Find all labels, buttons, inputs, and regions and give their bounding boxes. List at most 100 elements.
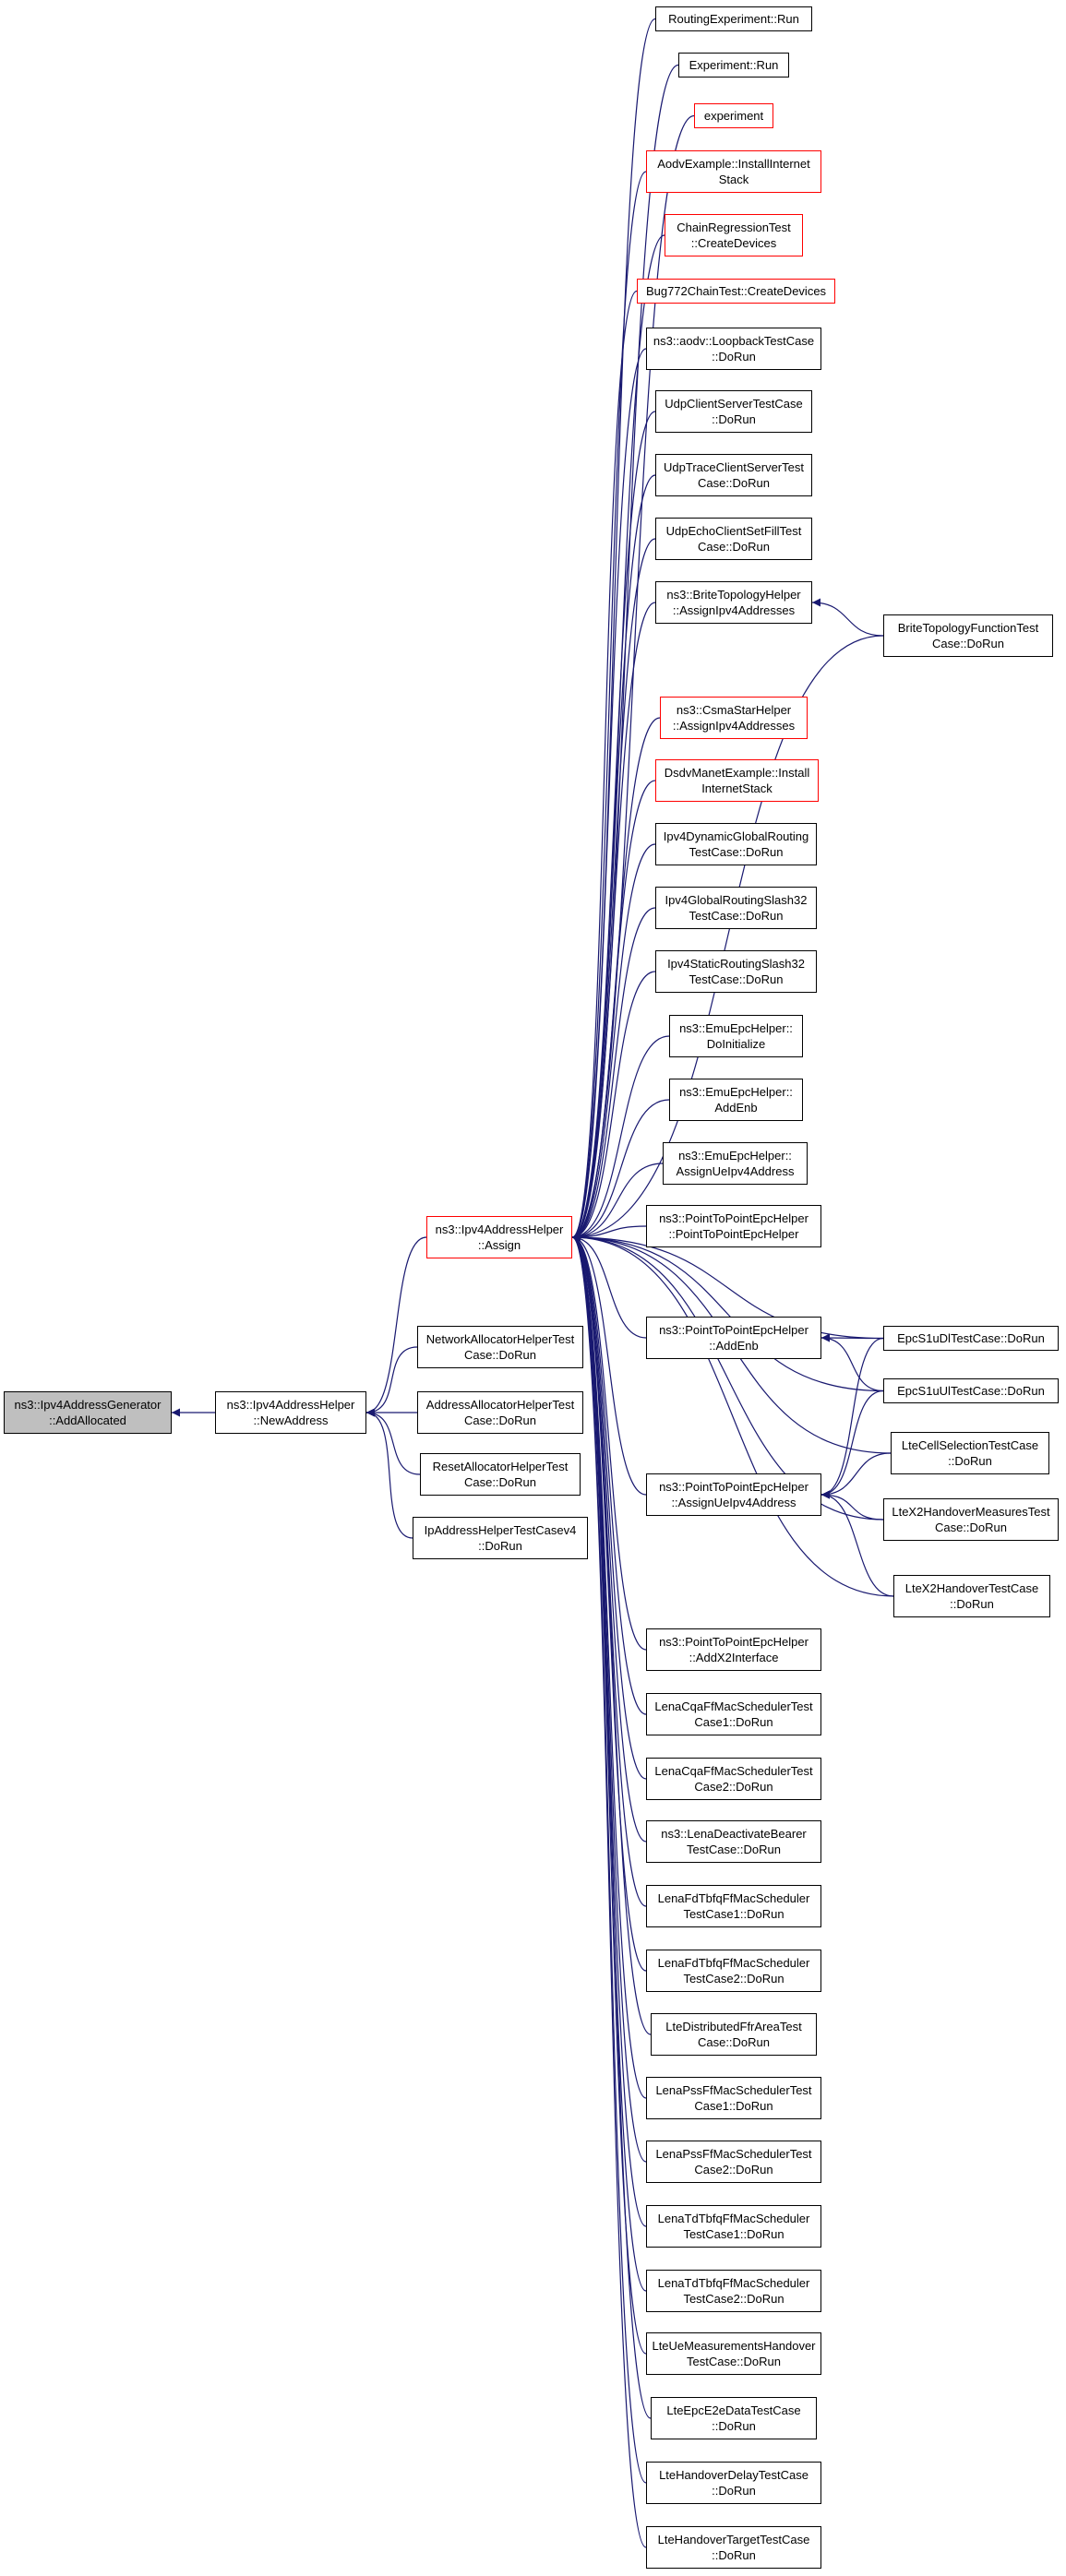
edge-pss2-to-assign: [571, 1233, 647, 2163]
node-label-line: ::Assign: [477, 1238, 521, 1252]
edge-epc-s1u-ul-to-p2p-assign-ue: [820, 1389, 884, 1499]
node-csma-star[interactable]: ns3::CsmaStarHelper::AssignIpv4Addresses: [660, 697, 808, 739]
edge-epc-s1u-dl-to-p2p-add-enb: [820, 1333, 884, 1342]
node-label-line: TestCase1::DoRun: [683, 1907, 785, 1921]
edge-ipv4-glob-to-assign: [571, 907, 656, 1242]
node-label-line: NetworkAllocatorHelperTest: [425, 1332, 575, 1346]
node-lte-epc-e2e[interactable]: LteEpcE2eDataTestCase::DoRun: [651, 2397, 817, 2439]
node-label-line: ::DoRun: [712, 412, 756, 426]
node-new-address[interactable]: ns3::Ipv4AddressHelper::NewAddress: [215, 1391, 366, 1434]
node-label-line: ns3::CsmaStarHelper: [676, 703, 792, 717]
edge-emu-add-enb-to-assign: [571, 1099, 670, 1242]
node-label-line: TestCase::DoRun: [689, 845, 784, 859]
node-label-line: Case::DoRun: [463, 1413, 537, 1427]
node-label-line: Case1::DoRun: [694, 1715, 773, 1729]
node-label-line: Ipv4StaticRoutingSlash32: [667, 957, 805, 971]
edge-lte-x2-handover-to-assign: [571, 1233, 894, 1597]
edge-p2p-assign-ue-to-assign: [571, 1233, 647, 1496]
edge-p2p-x2-to-assign: [571, 1233, 647, 1651]
node-lte-ho-delay[interactable]: LteHandoverDelayTestCase::DoRun: [646, 2462, 821, 2504]
node-label-line: Stack: [718, 173, 749, 186]
node-label-line: Case::DoRun: [934, 1521, 1008, 1534]
node-bug772[interactable]: Bug772ChainTest::CreateDevices: [637, 279, 835, 304]
node-epc-s1u-ul[interactable]: EpcS1uUlTestCase::DoRun: [883, 1378, 1059, 1403]
node-label-line: UdpTraceClientServerTest: [664, 460, 804, 474]
node-label-line: ns3::EmuEpcHelper::: [679, 1085, 793, 1099]
edge-aodv-example-to-assign: [571, 171, 647, 1242]
node-chain-reg[interactable]: ChainRegressionTest::CreateDevices: [665, 214, 803, 256]
node-assign[interactable]: ns3::Ipv4AddressHelper::Assign: [426, 1216, 572, 1258]
edge-lte-ho-delay-to-assign: [571, 1233, 647, 2484]
edge-epc-s1u-dl-to-p2p-assign-ue: [820, 1337, 884, 1499]
node-label-line: LenaTdTbfqFfMacScheduler: [657, 2212, 810, 2225]
node-label-line: ::AddX2Interface: [689, 1651, 779, 1664]
node-ip-addr-test4[interactable]: IpAddressHelperTestCasev4::DoRun: [413, 1517, 588, 1559]
edge-lte-cell-sel-to-p2p-assign-ue: [820, 1452, 892, 1499]
node-p2p-add-enb[interactable]: ns3::PointToPointEpcHelper::AddEnb: [646, 1317, 821, 1359]
node-emu-assign[interactable]: ns3::EmuEpcHelper::AssignUeIpv4Address: [663, 1142, 808, 1185]
node-label-line: UdpEchoClientSetFillTest: [665, 524, 802, 538]
node-label-line: ::AssignUeIpv4Address: [671, 1496, 797, 1509]
node-lte-ho-target[interactable]: LteHandoverTargetTestCase::DoRun: [646, 2526, 821, 2569]
node-udp-client-server[interactable]: UdpClientServerTestCase::DoRun: [655, 390, 812, 433]
node-label-line: LteHandoverTargetTestCase: [657, 2533, 810, 2546]
node-label-line: TestCase2::DoRun: [683, 2292, 785, 2306]
node-emu-init[interactable]: ns3::EmuEpcHelper::DoInitialize: [669, 1015, 803, 1057]
node-label-line: Case::DoRun: [697, 540, 771, 554]
edge-epc-s1u-ul-to-p2p-add-enb: [820, 1333, 884, 1392]
node-label-line: experiment: [703, 109, 764, 123]
edge-lte-dist-ffr-to-assign: [571, 1233, 652, 2035]
node-label-line: ::DoRun: [712, 2484, 756, 2498]
node-routing-exp[interactable]: RoutingExperiment::Run: [655, 6, 812, 31]
edge-lte-ue-meas-to-assign: [571, 1233, 647, 2355]
edge-cqa2-to-assign: [571, 1233, 647, 1780]
edge-p2p-add-enb-to-assign: [571, 1233, 647, 1339]
node-experiment[interactable]: experiment: [694, 103, 773, 128]
node-emu-add-enb[interactable]: ns3::EmuEpcHelper::AddEnb: [669, 1079, 803, 1121]
node-lte-x2-handover[interactable]: LteX2HandoverTestCase::DoRun: [893, 1575, 1050, 1617]
node-p2p-ctor[interactable]: ns3::PointToPointEpcHelper::PointToPoint…: [646, 1205, 821, 1247]
node-label-line: Bug772ChainTest::CreateDevices: [645, 284, 827, 298]
node-label-line: ns3::PointToPointEpcHelper: [659, 1480, 808, 1494]
node-label-line: BriteTopologyFunctionTest: [897, 621, 1039, 635]
node-epc-s1u-dl[interactable]: EpcS1uDlTestCase::DoRun: [883, 1326, 1059, 1351]
edge-epc-s1u-dl-to-assign: [571, 1233, 884, 1340]
node-experiment-run[interactable]: Experiment::Run: [678, 53, 789, 78]
edge-lte-x2-meas-to-p2p-assign-ue: [820, 1490, 884, 1521]
node-aodv-loopback[interactable]: ns3::aodv::LoopbackTestCase::DoRun: [646, 328, 821, 370]
node-brite[interactable]: ns3::BriteTopologyHelper::AssignIpv4Addr…: [655, 581, 812, 624]
node-label-line: UdpClientServerTestCase: [665, 397, 803, 411]
edge-lte-epc-e2e-to-assign: [571, 1233, 652, 2419]
node-label-line: ns3::PointToPointEpcHelper: [659, 1211, 808, 1225]
node-lte-cell-sel[interactable]: LteCellSelectionTestCase::DoRun: [891, 1432, 1049, 1474]
node-label-line: ns3::aodv::LoopbackTestCase: [653, 334, 815, 348]
node-p2p-x2[interactable]: ns3::PointToPointEpcHelper::AddX2Interfa…: [646, 1628, 821, 1671]
node-label-line: LenaTdTbfqFfMacScheduler: [657, 2276, 810, 2290]
node-p2p-assign-ue[interactable]: ns3::PointToPointEpcHelper::AssignUeIpv4…: [646, 1473, 821, 1516]
edge-lte-x2-meas-to-assign: [571, 1233, 884, 1521]
node-label-line: IpAddressHelperTestCasev4: [424, 1523, 577, 1537]
